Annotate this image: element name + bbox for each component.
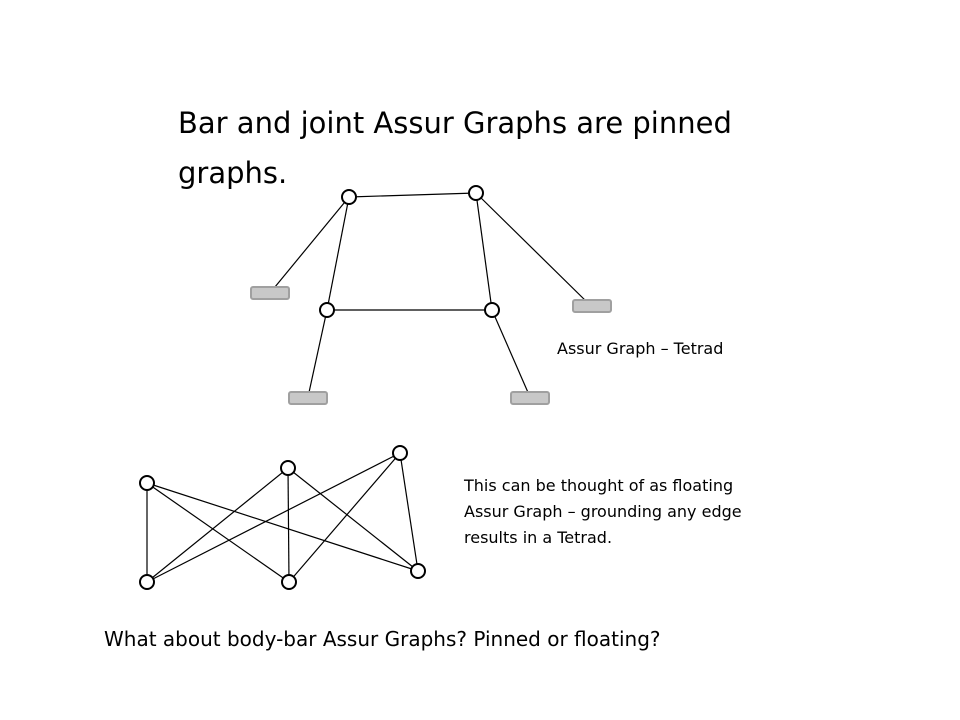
joint bbox=[281, 574, 297, 590]
floating-edge bbox=[287, 467, 290, 583]
tetrad-edge bbox=[307, 309, 328, 398]
floating-edge bbox=[146, 452, 401, 583]
tetrad-edge bbox=[348, 192, 477, 198]
floating-edge bbox=[287, 467, 419, 572]
tetrad-caption: Assur Graph – Tetrad bbox=[557, 339, 724, 358]
joint bbox=[392, 445, 408, 461]
floating-edge bbox=[399, 452, 419, 572]
tetrad-edge bbox=[326, 196, 350, 311]
tetrad-edge bbox=[475, 192, 493, 311]
floating-caption: This can be thought of as floating Assur… bbox=[464, 473, 824, 551]
floating-caption-line: Assur Graph – grounding any edge bbox=[464, 502, 742, 521]
question-text: What about body-bar Assur Graphs? Pinned… bbox=[104, 627, 661, 651]
floating-caption-line: This can be thought of as floating bbox=[464, 476, 734, 495]
slide-title: Bar and joint Assur Graphs are pinned gr… bbox=[178, 106, 732, 190]
joint bbox=[468, 185, 484, 201]
joint bbox=[410, 563, 426, 579]
tetrad-edge bbox=[475, 192, 592, 307]
tetrad-edge bbox=[269, 196, 350, 294]
tetrad-graph bbox=[250, 185, 612, 405]
joint bbox=[139, 574, 155, 590]
floating-graph bbox=[139, 445, 426, 590]
floating-edge bbox=[146, 482, 419, 572]
ground-pin bbox=[288, 391, 328, 405]
joint bbox=[139, 475, 155, 491]
joint bbox=[319, 302, 335, 318]
joint bbox=[341, 189, 357, 205]
ground-pin bbox=[250, 286, 290, 300]
tetrad-edge bbox=[491, 309, 531, 398]
joint bbox=[280, 460, 296, 476]
floating-edge bbox=[146, 482, 290, 583]
floating-edge bbox=[288, 452, 401, 583]
joint bbox=[484, 302, 500, 318]
ground-pin bbox=[572, 299, 612, 313]
floating-caption-line: results in a Tetrad. bbox=[464, 528, 613, 547]
ground-pin bbox=[510, 391, 550, 405]
floating-edge bbox=[146, 467, 289, 583]
